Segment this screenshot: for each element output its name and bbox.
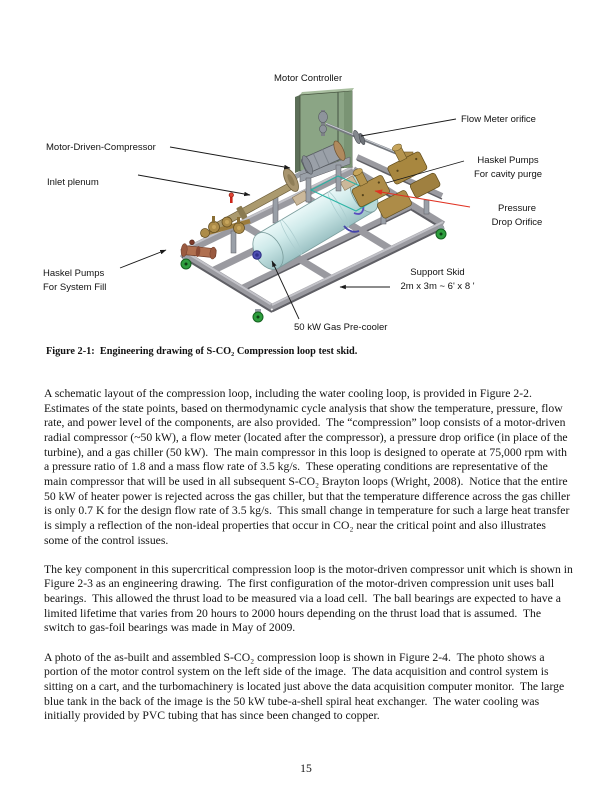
engineering-drawing — [119, 88, 471, 323]
label-line: For System Fill — [43, 281, 107, 293]
label-flow-meter-orifice: Flow Meter orifice — [461, 114, 536, 125]
label-line: Pressure — [497, 203, 536, 214]
label-line: Support Skid — [410, 267, 465, 278]
label-line: Drop Orifice — [491, 216, 543, 228]
paragraph-1: A schematic layout of the compression lo… — [44, 387, 574, 547]
motor-driven-compressor-assembly — [299, 110, 351, 203]
label-haskel-pumps-cavity-purge: Haskel Pumps For cavity purge — [462, 154, 554, 181]
label-line: For cavity purge — [473, 168, 543, 180]
paragraph-3: A photo of the as-built and assembled S-… — [44, 650, 568, 723]
label-support-skid: Support Skid 2m x 3m ~ 6' x 8 ' — [380, 266, 495, 293]
label-inlet-plenum: Inlet plenum — [47, 177, 99, 188]
brass-valve-cluster — [200, 192, 251, 238]
label-line: Haskel Pumps — [477, 155, 539, 166]
label-motor-controller: Motor Controller — [274, 73, 343, 84]
body-text: A schematic layout of the compression lo… — [44, 387, 573, 739]
label-gas-precooler: 50 kW Gas Pre-cooler — [294, 322, 388, 333]
label-pressure-drop-orifice: Pressure Drop Orifice — [471, 202, 563, 229]
label-motor-driven-compressor: Motor-Driven-Compressor — [46, 142, 156, 153]
haskel-pump-system-fill — [180, 239, 217, 260]
caster-wheels — [180, 226, 447, 323]
label-haskel-pumps-system-fill: Haskel Pumps For System Fill — [43, 267, 106, 294]
page-number: 15 — [300, 762, 312, 775]
label-line: 2m x 3m ~ 6' x 8 ' — [400, 280, 475, 292]
paragraph-2: The key component in this supercritical … — [44, 562, 576, 635]
figure-2-1: Motor Controller Flow Meter orifice Moto… — [0, 0, 612, 380]
figure-caption: Figure 2-1: Engineering drawing of S-CO₂… — [46, 346, 358, 357]
red-valve — [230, 196, 233, 203]
leader-lines — [119, 118, 471, 320]
haskel-pumps-cavity-purge — [351, 143, 441, 219]
label-line: Haskel Pumps — [43, 268, 105, 279]
